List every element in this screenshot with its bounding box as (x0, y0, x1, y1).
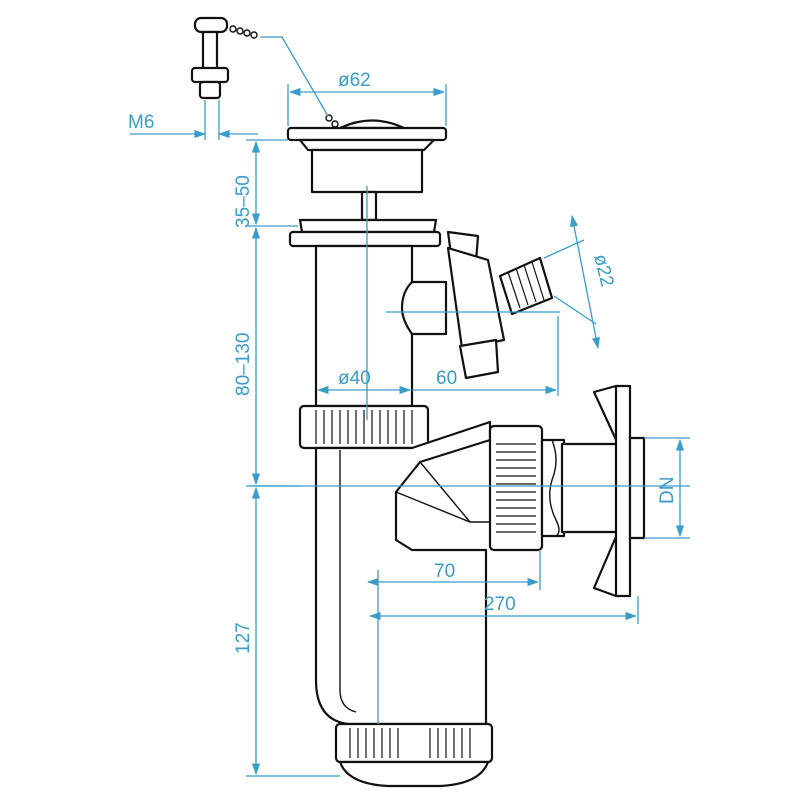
dim-tube-length-label: 80–130 (233, 333, 254, 396)
dim-inlet-diameter-label: ø22 (589, 252, 617, 289)
outlet-union-nut (488, 424, 544, 552)
dim-outlet-dn-label: DN (657, 477, 678, 504)
dim-outlet-dn: DN (644, 437, 690, 539)
dim-trap-height-label: 127 (233, 622, 254, 654)
dim-inlet-diameter: ø22 (543, 214, 617, 350)
bottom-cleanout-cap (334, 722, 494, 788)
sink-lock-nut (288, 218, 442, 248)
dim-plug-diameter: ø62 (287, 70, 447, 126)
stopper-plug-with-chain (190, 16, 339, 128)
dim-tube-diameter-and-inlet-offset: ø40 60 (316, 316, 559, 396)
side-inlet-connector (400, 230, 554, 380)
dim-overall-length: 270 (368, 594, 639, 624)
chain-leader-line (260, 36, 329, 117)
dim-plug-diameter-label: ø62 (338, 70, 371, 91)
dim-inlet-offset-label: 60 (436, 368, 457, 389)
trap-body (314, 420, 492, 726)
dim-tube-diameter-label: ø40 (338, 368, 371, 389)
upper-union-nut (298, 404, 430, 450)
dim-outlet-offset: 70 (366, 550, 541, 590)
dim-m6: M6 (128, 100, 258, 140)
dim-overall-length-label: 270 (484, 594, 516, 615)
tail-tube (314, 244, 414, 408)
outlet-pipe-and-wall-rosette (540, 384, 646, 598)
dim-left-vertical-chain: 35–50 80–130 127 (233, 139, 340, 777)
dim-outlet-offset-label: 70 (434, 561, 455, 582)
center-axes (250, 186, 690, 724)
dim-m6-label: M6 (128, 112, 154, 133)
dim-strainer-height-label: 35–50 (233, 175, 254, 228)
